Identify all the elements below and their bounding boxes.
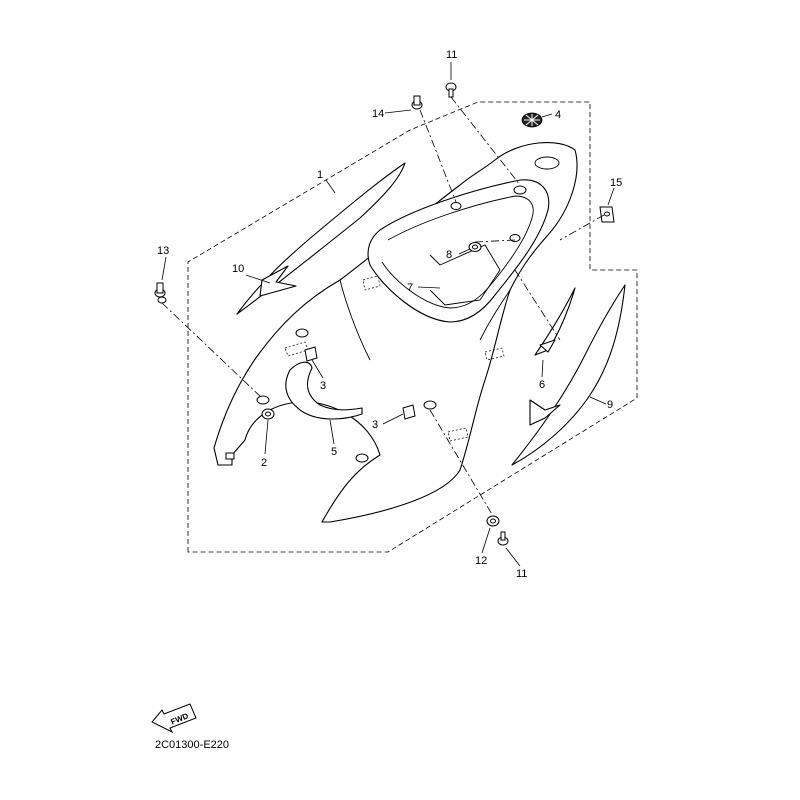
diagram-code: 2C01300-E220 (155, 739, 229, 751)
callout-11-upper: 11 (446, 49, 457, 61)
tail-cowling-part-1[interactable] (213, 142, 578, 523)
callout-10: 10 (232, 263, 244, 275)
callout-9: 9 (607, 399, 613, 411)
callout-5: 5 (331, 446, 337, 458)
nut-clip-part-3-upper[interactable] (304, 346, 318, 362)
grommet-part-12[interactable] (486, 515, 500, 527)
callout-14: 14 (372, 108, 384, 120)
grommet-part-8[interactable] (468, 242, 482, 252)
washer-part-2[interactable] (261, 408, 275, 420)
callout-2: 2 (261, 457, 267, 469)
callout-15: 15 (610, 177, 622, 189)
assembly-boundary (187, 101, 638, 553)
nut-clip-part-3-lower[interactable] (402, 404, 416, 420)
callout-12: 12 (475, 555, 487, 567)
rivet-part-14[interactable] (411, 95, 423, 110)
callout-3-lower: 3 (372, 419, 378, 431)
callout-6: 6 (539, 379, 545, 391)
callout-8: 8 (446, 249, 452, 261)
side-cover-part-10[interactable] (236, 162, 406, 315)
trim-panel-part-6[interactable] (534, 287, 576, 356)
side-cover-part-9[interactable] (511, 284, 626, 466)
nut-clip-part-15[interactable] (599, 206, 615, 223)
callout-11-lower: 11 (516, 568, 527, 580)
callout-3-upper: 3 (320, 380, 326, 392)
bolt-part-11-upper[interactable] (445, 82, 457, 98)
callout-4: 4 (555, 109, 561, 121)
bolt-part-11-lower[interactable] (497, 531, 509, 546)
callout-1: 1 (317, 169, 323, 181)
inner-liner-part-5[interactable] (285, 361, 363, 420)
rivet-part-13[interactable] (154, 282, 167, 304)
callout-13: 13 (157, 245, 169, 257)
reflector-part-4[interactable] (521, 112, 543, 128)
callout-7: 7 (407, 282, 413, 294)
forward-arrow-icon: FWD (151, 703, 197, 734)
